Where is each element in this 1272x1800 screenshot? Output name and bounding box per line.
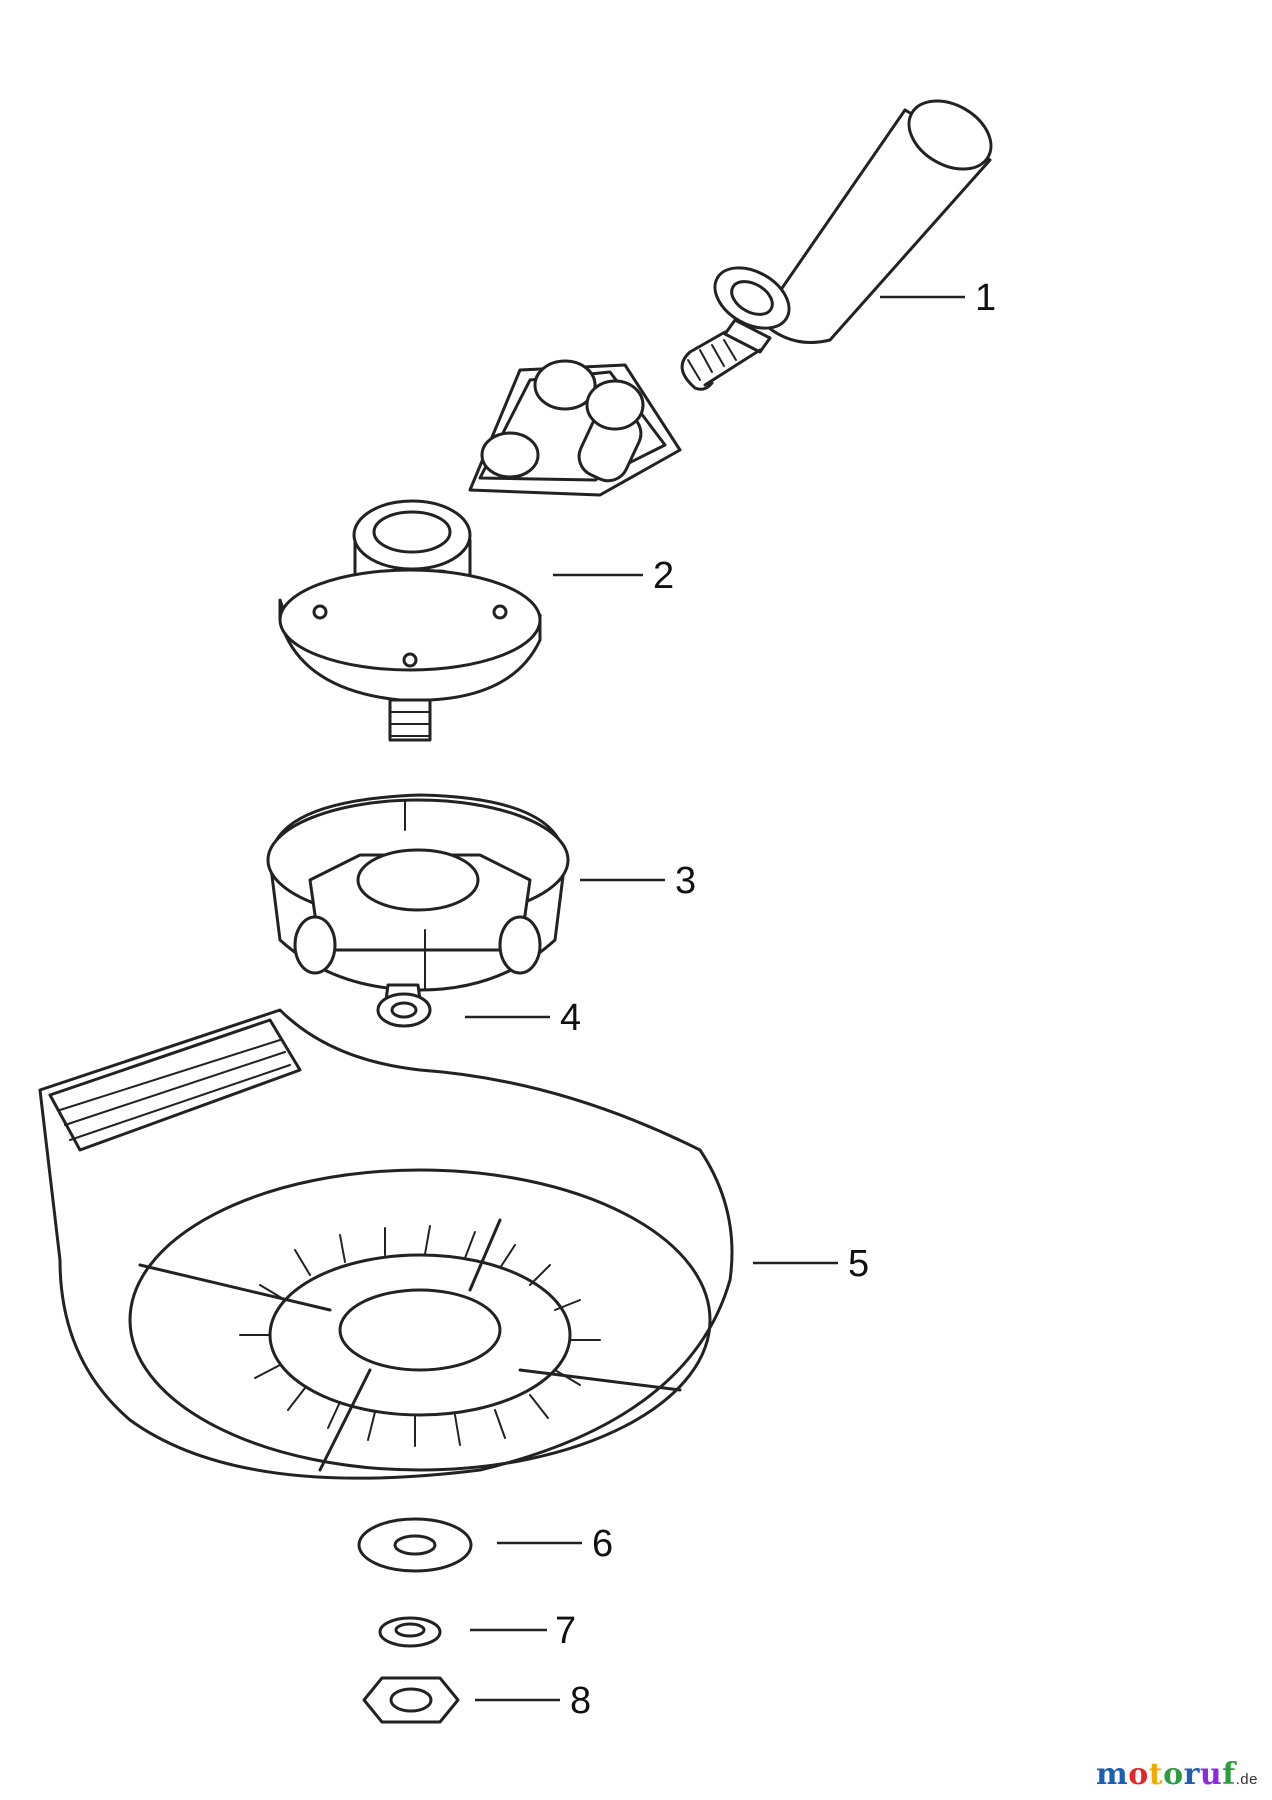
part-4-fitting-bolt: [376, 983, 432, 1028]
callout-8: 8: [570, 1680, 591, 1722]
callout-labels: 1 2 3 4 5 6 7 8: [555, 277, 996, 1722]
callout-2: 2: [653, 555, 674, 597]
watermark-letter: f: [1222, 1757, 1236, 1792]
watermark-letter: m: [1095, 1757, 1129, 1792]
part-5-guard: [38, 1008, 734, 1480]
watermark-letter: o: [1163, 1757, 1184, 1792]
callout-7: 7: [555, 1610, 576, 1652]
watermark-letter: u: [1199, 1757, 1223, 1792]
part-1-drive-shaft-tube: [680, 99, 993, 391]
motoruf-watermark-logo: motoruf.de: [1096, 1757, 1258, 1792]
part-2-gear-head: [278, 359, 682, 742]
part-8-nut: [362, 1676, 460, 1724]
callout-6: 6: [592, 1523, 613, 1565]
leader-lines: [465, 295, 965, 1702]
callout-5: 5: [848, 1243, 869, 1285]
callout-1: 1: [975, 277, 996, 319]
callout-3: 3: [675, 860, 696, 902]
watermark-letter: o: [1128, 1757, 1149, 1792]
watermark-letter: r: [1183, 1757, 1200, 1792]
watermark-suffix: .de: [1235, 1771, 1258, 1788]
part-3-holder-plate: [266, 793, 570, 992]
watermark-letter: t: [1148, 1757, 1164, 1792]
callout-4: 4: [560, 997, 581, 1039]
part-6-washer: [357, 1517, 473, 1573]
part-7-spacer: [378, 1616, 442, 1648]
